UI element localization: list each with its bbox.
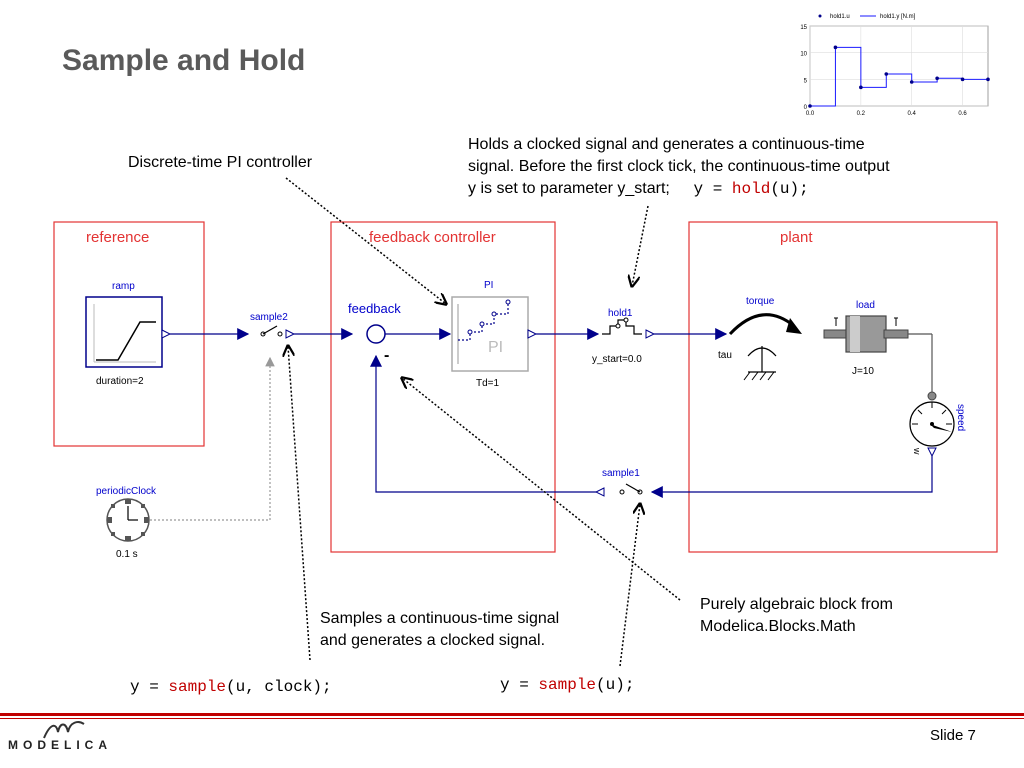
pi-label: PI [484, 280, 493, 291]
feedback-block[interactable] [366, 324, 386, 344]
pi-controller-note: Discrete-time PI controller [128, 154, 313, 171]
chart-point-hold-u [909, 80, 914, 84]
sample-clock-code-fn: sample [168, 678, 227, 696]
step-response-chart: 0 5 10 15 0.0 0.2 0.4 0.6 hold1.u hold1.y [N.m] [800, 14, 990, 117]
plant-group-label: plant [780, 229, 813, 246]
feedback-minus: - [384, 347, 389, 364]
chart-point-hold-u [859, 85, 863, 90]
speed-port-label: w [912, 447, 922, 455]
periodic-clock-label: periodicClock [96, 486, 157, 497]
algebraic-note: Purely algebraic block from Modelica.Blo… [700, 594, 893, 638]
samples-note-line1: Samples a continuous-time signal [320, 610, 560, 627]
ramp-block[interactable] [85, 296, 172, 368]
footer-rule-thin [0, 718, 1024, 719]
periodic-clock-param: 0.1 s [116, 549, 138, 560]
block-diagram: reference feedback controller plant ramp… [53, 177, 998, 667]
load-param: J=10 [852, 366, 874, 377]
modelica-logo-icon [43, 721, 85, 739]
plant-group-box [688, 221, 998, 553]
chart-xtick-label: 0.2 [857, 111, 866, 117]
sample2-block[interactable] [260, 325, 296, 339]
sample1-label: sample1 [602, 468, 640, 479]
sample-clock-code-post: (u, clock); [226, 678, 332, 696]
torque-block[interactable] [728, 313, 802, 381]
hold1-label: hold1 [608, 308, 633, 319]
algebraic-note-line1: Purely algebraic block from [700, 596, 893, 613]
sample2-label: sample2 [250, 312, 288, 323]
chart-legend-label-1: hold1.u [830, 14, 850, 20]
samples-note-line2: and generates a clocked signal. [320, 632, 546, 649]
pi-block[interactable]: PI [451, 296, 538, 372]
chart-point-hold-u [833, 45, 838, 50]
load-block[interactable] [823, 315, 909, 353]
chart-point-hold-u [884, 72, 889, 76]
ramp-param: duration=2 [96, 376, 144, 387]
chart-point-hold-u [935, 76, 939, 81]
hold-note-line3: y is set to parameter y_start; y = hold(… [468, 178, 1008, 200]
hold-note-line2: signal. Before the first clock tick, the… [468, 158, 890, 175]
chart-xtick-label: 0.6 [958, 111, 967, 117]
footer-rule [0, 713, 1024, 716]
sample-u-code-fn: sample [538, 676, 597, 694]
speed-sensor-block[interactable] [909, 401, 955, 458]
periodic-clock-block[interactable] [106, 498, 150, 542]
feedback-label: feedback [348, 301, 401, 316]
samples-note: Samples a continuous-time signal and gen… [320, 608, 559, 652]
pi-inner-label: PI [488, 339, 503, 356]
sample-clock-code-pre: y = [130, 678, 169, 696]
modelica-logo-text: MODELICA [8, 738, 112, 752]
hold-code-pre: y = [693, 180, 732, 198]
feedback-controller-group-box [330, 221, 556, 553]
hold-note-line3-text: y is set to parameter y_start; [468, 180, 670, 197]
sample-u-code-post: (u); [596, 676, 635, 694]
slide-title: Sample and Hold [62, 44, 306, 77]
chart-legend-marker-1 [818, 14, 822, 18]
feedback-controller-group-label: feedback controller [369, 229, 496, 246]
chart-ytick-label: 15 [800, 25, 807, 31]
reference-group-label: reference [86, 229, 149, 246]
slide-number: Slide 7 [930, 727, 976, 744]
sample-clock-code: y = sample(u, clock); [130, 678, 332, 696]
pi-param: Td=1 [476, 378, 500, 389]
chart-series-hold-y [810, 46, 988, 107]
sample1-block[interactable] [594, 483, 643, 497]
load-label: load [856, 300, 875, 311]
chart-legend-label-2: hold1.y [N.m] [880, 14, 916, 20]
hold-code-post: (u); [770, 180, 809, 198]
chart-point-hold-u [986, 77, 990, 82]
hold1-param: y_start=0.0 [592, 354, 642, 365]
chart-ytick-label: 0 [804, 105, 808, 111]
torque-port-label: tau [718, 350, 732, 361]
chart-ytick-label: 10 [800, 52, 807, 58]
hold-note-line1: Holds a clocked signal and generates a c… [468, 136, 865, 153]
chart-point-hold-u [960, 77, 965, 82]
chart-ytick-label: 5 [804, 78, 808, 84]
torque-label: torque [746, 296, 775, 307]
hold1-block[interactable] [602, 317, 656, 339]
chart-point-hold-u [808, 104, 812, 108]
sample-u-code: y = sample(u); [500, 676, 634, 694]
speed-label: speed [955, 404, 966, 431]
hold-code-fn: hold [731, 180, 771, 198]
ramp-label: ramp [112, 281, 135, 292]
algebraic-note-line2: Modelica.Blocks.Math [700, 618, 856, 635]
sample-u-code-pre: y = [500, 676, 539, 694]
hold-code: y = hold(u); [674, 180, 809, 198]
chart-xtick-label: 0.0 [806, 111, 815, 117]
chart-xtick-label: 0.4 [908, 111, 917, 117]
hold-note: Holds a clocked signal and generates a c… [468, 134, 1008, 200]
chart-plot-area [809, 25, 989, 107]
